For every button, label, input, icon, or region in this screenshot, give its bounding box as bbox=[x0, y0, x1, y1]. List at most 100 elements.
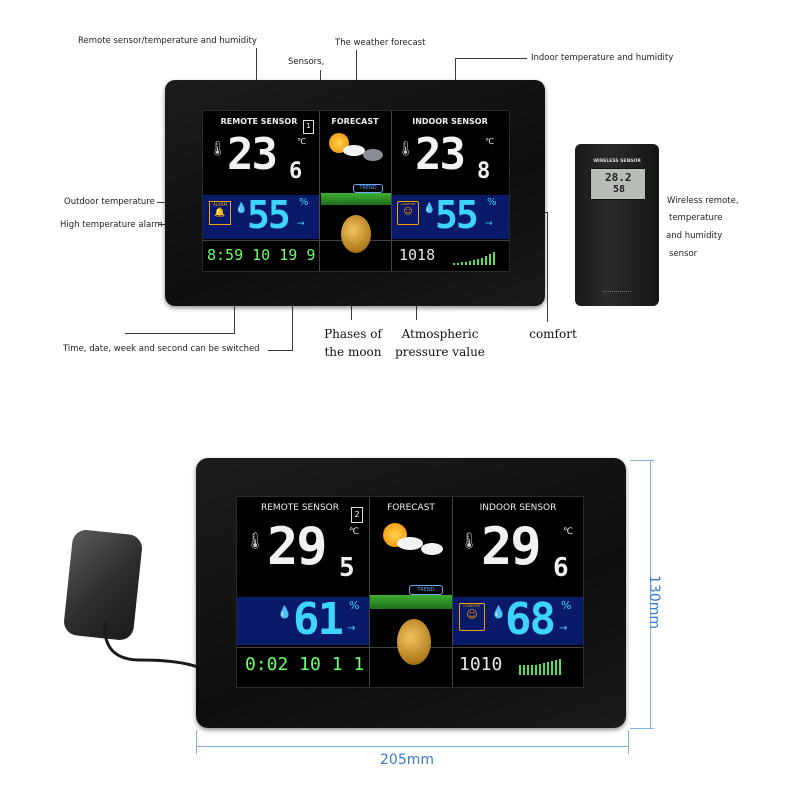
cloud-icon bbox=[343, 145, 365, 156]
weather-station-1: REMOTE SENSOR 1 🌡 23 6 ℃ ALARM 🔔 💧 55 % … bbox=[165, 80, 545, 306]
indoor-temp-decimal: 6 bbox=[553, 553, 569, 583]
water-drop-icon: 💧 bbox=[235, 203, 248, 214]
channel-indicator: 1 bbox=[303, 120, 314, 134]
pressure-value: 1018 bbox=[399, 246, 436, 264]
thermometer-icon: 🌡 bbox=[459, 531, 480, 550]
remote-sensor-title: REMOTE SENSOR bbox=[220, 117, 298, 126]
callout-atmospheric: Atmospheric pressure value bbox=[393, 325, 487, 361]
indoor-temp-decimal: 8 bbox=[477, 159, 491, 184]
moon-icon bbox=[397, 619, 431, 665]
remote-humidity-box bbox=[203, 195, 319, 239]
callout-indoor: Indoor temperature and humidity bbox=[531, 53, 674, 63]
remote-temp-decimal: 5 bbox=[339, 553, 355, 583]
temp-unit: ℃ bbox=[563, 527, 574, 537]
callout-remote-sensor: Remote sensor/temperature and humidity bbox=[78, 36, 257, 46]
width-dimension-line bbox=[196, 746, 628, 747]
callout-wireless-remote-4: sensor bbox=[669, 249, 698, 259]
wireless-sensor-label: WIRELESS SENSOR bbox=[593, 159, 641, 164]
cloud-icon bbox=[397, 537, 423, 550]
pressure-bar-graph bbox=[453, 249, 503, 265]
remote-humidity-value: 55 bbox=[247, 193, 291, 237]
smiley-icon: ☺ bbox=[403, 207, 413, 217]
channel-indicator: 2 bbox=[351, 507, 363, 523]
height-dimension-tick bbox=[630, 728, 654, 729]
grass-strip bbox=[370, 595, 452, 609]
thermometer-icon: 🌡 bbox=[397, 141, 415, 157]
divider bbox=[319, 111, 320, 271]
leader-line bbox=[292, 268, 293, 350]
callout-wireless-remote-2: temperature bbox=[669, 213, 723, 223]
temp-unit: ℃ bbox=[297, 137, 306, 146]
trend-indicator: TREND bbox=[409, 585, 443, 595]
leader-line bbox=[547, 212, 548, 322]
alarm-icon: ALARM 🔔 bbox=[209, 201, 231, 225]
callout-wireless-remote-1: Wireless remote, bbox=[667, 196, 739, 206]
alarm-label: ALARM bbox=[212, 202, 228, 207]
indoor-humidity-box bbox=[453, 597, 583, 645]
humidity-unit: % bbox=[349, 599, 360, 612]
rain-cloud-icon bbox=[363, 149, 383, 161]
comfort-icon: COMFORT ☺ bbox=[397, 201, 419, 225]
time-date-row: 8:59 10 19 9 bbox=[207, 246, 316, 264]
remote-lcd-hum: 58 bbox=[613, 184, 626, 195]
indoor-humidity-box bbox=[392, 195, 509, 239]
cloud-icon bbox=[421, 543, 443, 555]
time-date-row: 0:02 10 1 1 bbox=[245, 654, 365, 675]
smiley-icon: ☺ bbox=[466, 608, 478, 621]
forecast-title: FORECAST bbox=[331, 117, 379, 126]
remote-temp-decimal: 6 bbox=[289, 159, 303, 184]
remote-lcd: 28.2 58 bbox=[590, 168, 646, 200]
divider bbox=[391, 111, 392, 271]
callout-moon-phases: Phases of the moon bbox=[320, 325, 386, 361]
callout-weather-forecast: The weather forecast bbox=[335, 38, 426, 48]
width-label: 205mm bbox=[380, 752, 434, 768]
divider bbox=[369, 497, 370, 687]
indoor-temp-value: 29 bbox=[481, 517, 542, 577]
water-drop-icon: 💧 bbox=[491, 605, 506, 619]
indoor-temp-value: 23 bbox=[415, 129, 466, 180]
remote-sensor-title: REMOTE SENSOR bbox=[260, 503, 340, 513]
trend-arrow-icon: → bbox=[485, 219, 493, 229]
comfort-label: COMFORT bbox=[463, 604, 481, 608]
callout-moon-phases-line1: Phases of bbox=[324, 327, 382, 341]
weather-station-2: REMOTE SENSOR 2 🌡 29 5 ℃ 💧 61 % → FORECA… bbox=[196, 458, 626, 728]
humidity-unit: % bbox=[299, 197, 309, 208]
remote-humidity-value: 61 bbox=[293, 594, 344, 645]
remote-humidity-box bbox=[237, 597, 369, 645]
divider bbox=[452, 497, 453, 687]
temp-unit: ℃ bbox=[485, 137, 494, 146]
callout-moon-phases-line2: the moon bbox=[324, 345, 382, 359]
remote-temp-value: 29 bbox=[267, 517, 328, 577]
width-dimension-tick bbox=[628, 730, 629, 754]
humidity-unit: % bbox=[487, 197, 497, 208]
thermometer-icon: 🌡 bbox=[245, 531, 266, 550]
height-label: 130mm bbox=[646, 575, 662, 629]
comfort-label: COMFORT bbox=[400, 202, 416, 206]
indoor-humidity-value: 68 bbox=[505, 594, 556, 645]
bell-icon: 🔔 bbox=[214, 208, 226, 218]
humidity-unit: % bbox=[561, 599, 572, 612]
indoor-sensor-title: INDOOR SENSOR bbox=[412, 117, 488, 126]
callout-sensors: Sensors, bbox=[288, 57, 325, 67]
pressure-bar-graph bbox=[519, 657, 575, 675]
trend-arrow-icon: → bbox=[559, 623, 568, 634]
power-cable bbox=[103, 621, 209, 674]
remote-lcd-temp: 28.2 bbox=[605, 171, 632, 184]
callout-atmospheric-line1: Atmospheric bbox=[401, 327, 479, 341]
trend-arrow-icon: → bbox=[347, 623, 356, 634]
callout-outdoor-temp: Outdoor temperature bbox=[64, 197, 155, 207]
wireless-remote-sensor: WIRELESS SENSOR 28.2 58 bbox=[575, 144, 659, 306]
pressure-value: 1010 bbox=[459, 654, 503, 675]
callout-wireless-remote-3: and humidity bbox=[666, 231, 723, 241]
forecast-title: FORECAST bbox=[387, 503, 435, 513]
height-dimension-line bbox=[650, 460, 651, 728]
indoor-humidity-value: 55 bbox=[435, 193, 479, 237]
height-dimension-tick bbox=[630, 460, 654, 461]
width-dimension-tick bbox=[196, 730, 197, 754]
water-drop-icon: 💧 bbox=[277, 605, 292, 619]
leader-line bbox=[455, 58, 527, 59]
display-screen: REMOTE SENSOR 2 🌡 29 5 ℃ 💧 61 % → FORECA… bbox=[236, 496, 584, 688]
water-drop-icon: 💧 bbox=[423, 203, 436, 214]
callout-comfort: comfort bbox=[529, 327, 577, 341]
indoor-sensor-title: INDOOR SENSOR bbox=[479, 503, 557, 513]
